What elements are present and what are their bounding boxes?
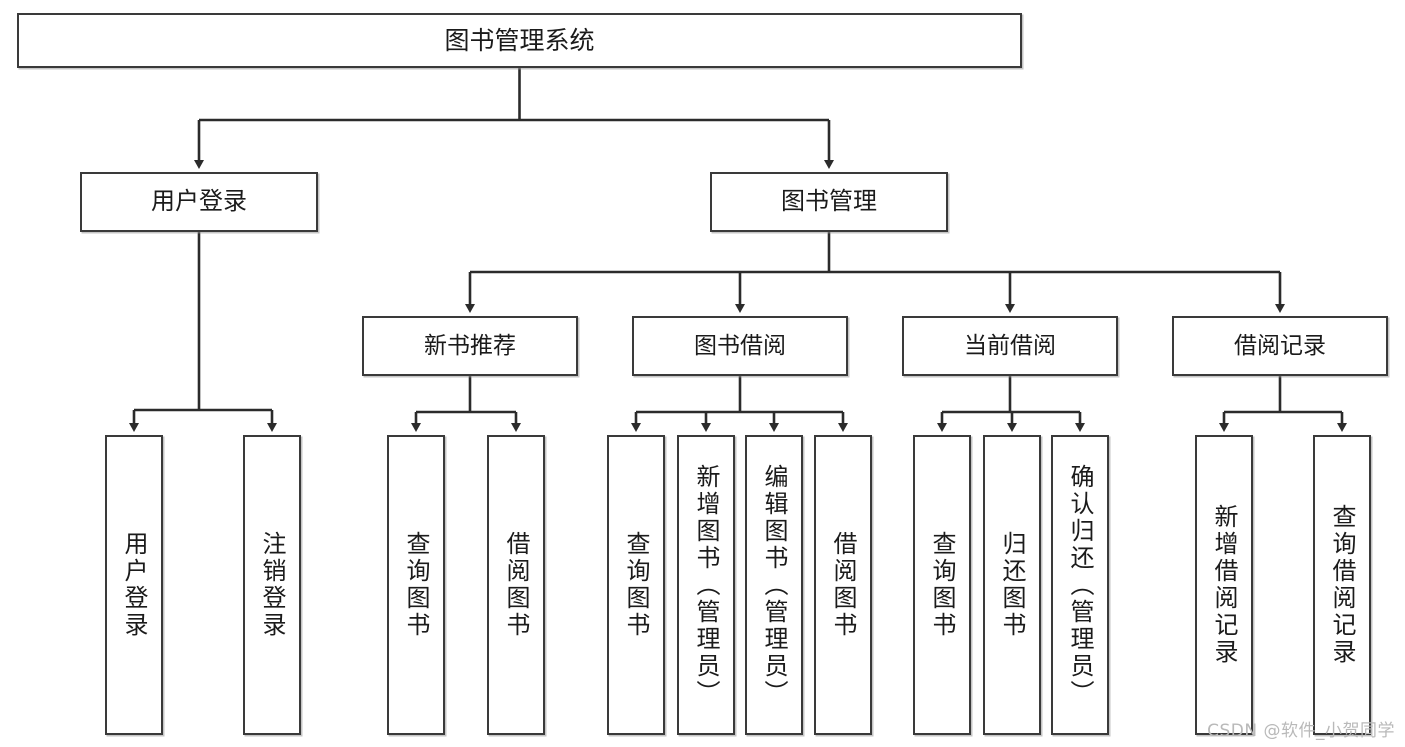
node-label: 图书借阅 — [694, 332, 786, 359]
node-leaf-leaf-query-book-cur[interactable]: 查询图书 — [913, 435, 971, 735]
node-label: 新书推荐 — [424, 332, 516, 359]
node-label: 当前借阅 — [964, 332, 1056, 359]
node-label: 借阅图书 — [829, 531, 857, 639]
node-label: 借阅图书 — [502, 531, 530, 639]
node-label: 注销登录 — [258, 531, 286, 639]
node-leaf-leaf-user-logout[interactable]: 注销登录 — [243, 435, 301, 735]
node-leaf-leaf-add-book[interactable]: 新增图书（管理员） — [677, 435, 735, 735]
node-leaf-leaf-borrow-book-rec[interactable]: 借阅图书 — [487, 435, 545, 735]
node-new-book-recommend[interactable]: 新书推荐 — [362, 316, 578, 376]
node-label: 用户登录 — [151, 187, 247, 216]
watermark-text: CSDN @软件_小贺同学 — [1207, 721, 1395, 741]
node-leaf-leaf-add-record[interactable]: 新增借阅记录 — [1195, 435, 1253, 735]
node-borrow-records[interactable]: 借阅记录 — [1172, 316, 1388, 376]
node-user-login[interactable]: 用户登录 — [80, 172, 318, 232]
node-current-borrow[interactable]: 当前借阅 — [902, 316, 1118, 376]
node-label: 查询图书 — [928, 531, 956, 639]
node-leaf-leaf-borrow-book-bor[interactable]: 借阅图书 — [814, 435, 872, 735]
node-label: 查询图书 — [402, 531, 430, 639]
node-label: 确认归还（管理员） — [1066, 463, 1094, 707]
node-leaf-leaf-user-login[interactable]: 用户登录 — [105, 435, 163, 735]
node-book-borrow[interactable]: 图书借阅 — [632, 316, 848, 376]
node-label: 用户登录 — [120, 531, 148, 639]
node-leaf-leaf-return-book[interactable]: 归还图书 — [983, 435, 1041, 735]
node-label: 查询图书 — [622, 531, 650, 639]
node-leaf-leaf-confirm-return[interactable]: 确认归还（管理员） — [1051, 435, 1109, 735]
node-label: 归还图书 — [998, 531, 1026, 639]
node-leaf-leaf-query-book-bor[interactable]: 查询图书 — [607, 435, 665, 735]
node-leaf-leaf-query-record[interactable]: 查询借阅记录 — [1313, 435, 1371, 735]
node-root-root[interactable]: 图书管理系统 — [17, 13, 1022, 68]
node-label: 图书管理系统 — [444, 26, 595, 55]
node-label: 查询借阅记录 — [1328, 504, 1356, 666]
node-label: 编辑图书（管理员） — [760, 463, 788, 707]
node-leaf-leaf-edit-book[interactable]: 编辑图书（管理员） — [745, 435, 803, 735]
node-book-manage[interactable]: 图书管理 — [710, 172, 948, 232]
node-label: 新增图书（管理员） — [692, 463, 720, 707]
node-leaf-leaf-query-book-rec[interactable]: 查询图书 — [387, 435, 445, 735]
node-label: 图书管理 — [781, 187, 877, 216]
node-label: 新增借阅记录 — [1210, 504, 1238, 666]
node-label: 借阅记录 — [1234, 332, 1326, 359]
